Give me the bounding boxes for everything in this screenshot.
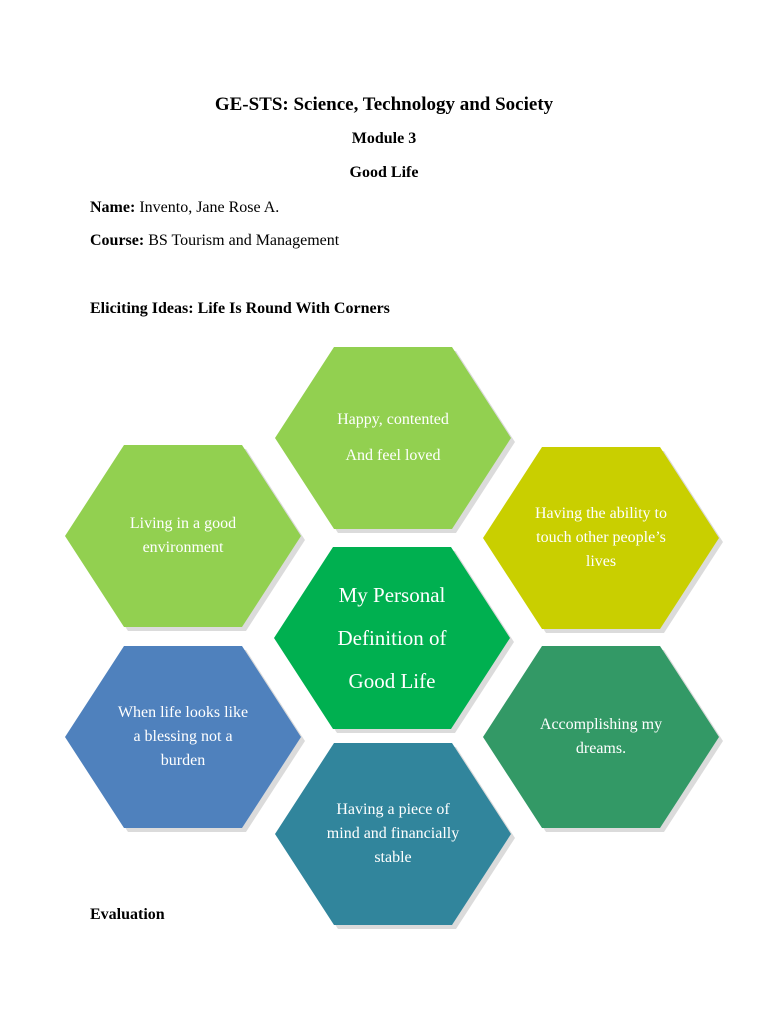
name-value: Invento, Jane Rose A. xyxy=(139,199,280,216)
hexagon-right-top-line-3: lives xyxy=(585,553,617,570)
hexagon-right-top-line-1: Having the ability to xyxy=(535,505,667,522)
document-title: GE-STS: Science, Technology and Society xyxy=(214,94,554,115)
hexagon-top: Happy, contented And feel loved xyxy=(275,347,511,529)
hexagon-bottom-line-2: mind and financially xyxy=(326,825,460,842)
hexagon-top-line-1: Happy, contented xyxy=(337,411,449,428)
hexagon-right-bottom-text: Accomplishing my dreams. xyxy=(526,713,676,761)
course-field: Course: BS Tourism and Management xyxy=(90,232,339,250)
hexagon-left-bottom-line-3: burden xyxy=(160,752,206,769)
hexagon-right-bottom-line-1: Accomplishing my xyxy=(539,716,663,733)
hexagon-center-line-2: Definition of xyxy=(337,625,447,650)
eliciting-heading: Eliciting Ideas: Life Is Round With Corn… xyxy=(90,300,390,317)
hexagon-left-top-line-1: Living in a good xyxy=(129,515,237,532)
hexagon-center-line-3: Good Life xyxy=(348,668,436,693)
hexagon-top-line-2: And feel loved xyxy=(345,447,441,464)
hexagon-left-bottom-text: When life looks like a blessing not a bu… xyxy=(108,701,258,773)
hexagon-right-bottom-line-2: dreams. xyxy=(575,740,627,757)
hexagon-center-line-1: My Personal xyxy=(338,582,446,607)
name-label: Name: xyxy=(90,199,136,216)
course-label: Course: xyxy=(90,232,145,249)
hexagon-left-bottom-line-2: a blessing not a xyxy=(133,728,233,745)
hexagon-left-top-text: Living in a good environment xyxy=(108,512,258,560)
evaluation-heading: Evaluation xyxy=(90,906,165,923)
hexagon-top-text: Happy, contented And feel loved xyxy=(313,402,473,474)
hexagon-bottom-line-1: Having a piece of xyxy=(336,801,450,818)
document-subtitle: Good Life xyxy=(349,164,419,181)
course-value: BS Tourism and Management xyxy=(148,232,340,249)
module-label: Module 3 xyxy=(351,130,417,147)
hexagon-left-bottom-line-1: When life looks like xyxy=(117,704,249,721)
name-field: Name: Invento, Jane Rose A. xyxy=(90,199,279,217)
hexagon-left-top-line-2: environment xyxy=(142,539,224,556)
hexagon-right-top-line-2: touch other people’s xyxy=(536,529,666,546)
hexagon-bottom-text: Having a piece of mind and financially s… xyxy=(318,798,468,870)
hexagon-center-text: My Personal Definition of Good Life xyxy=(317,574,467,703)
hexagon-bottom-line-3: stable xyxy=(374,849,412,866)
hexagon-right-top-text: Having the ability to touch other people… xyxy=(526,502,676,574)
